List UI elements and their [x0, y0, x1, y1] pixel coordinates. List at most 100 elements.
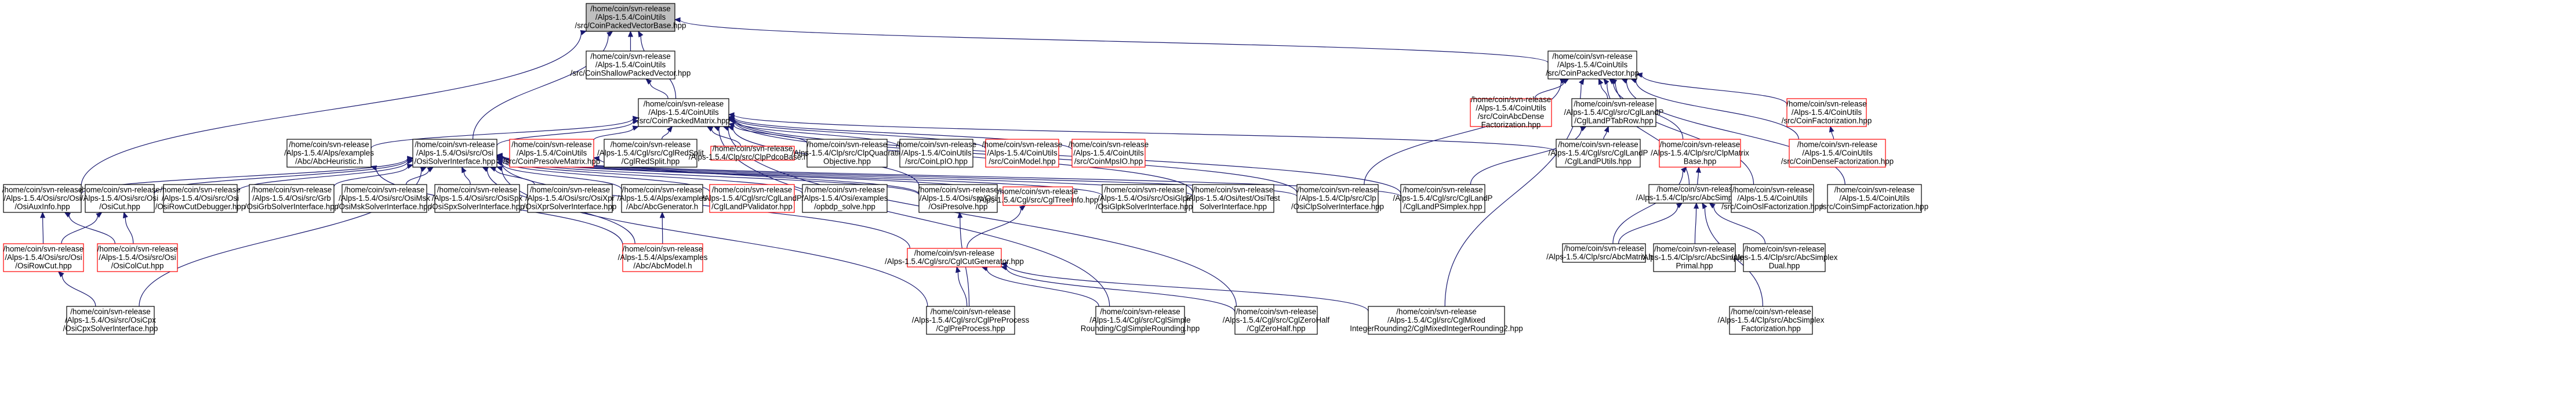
node-box	[1547, 50, 1637, 80]
graph-node-n21[interactable]: /home/coin/svn-release/Alps-1.5.4/Osi/sr…	[79, 184, 160, 213]
graph-node-n23[interactable]: /home/coin/svn-release/Alps-1.5.4/Osi/sr…	[245, 184, 339, 213]
node-label-line: /OsiXprSolverInterface.hpp	[524, 202, 617, 211]
edge-n18-n43	[1612, 167, 1687, 244]
graph-node-n32[interactable]: /home/coin/svn-release/Alps-1.5.4/Osi/sr…	[1096, 184, 1193, 213]
graph-node-n43[interactable]: /home/coin/svn-release/Alps-1.5.4/Clp/sr…	[1546, 243, 1662, 263]
graph-node-n6[interactable]: /home/coin/svn-release/Alps-1.5.4/Osi/sr…	[412, 139, 497, 168]
graph-node-n11[interactable]: /home/coin/svn-release/Alps-1.5.4/CoinUt…	[896, 139, 976, 168]
graph-node-n40[interactable]: /home/coin/svn-release/Alps-1.5.4/Osi/sr…	[97, 243, 178, 272]
graph-node-n42[interactable]: /home/coin/svn-release/Alps-1.5.4/Cgl/sr…	[885, 248, 1024, 268]
node-label-line: /home/coin/svn-release	[1104, 185, 1184, 194]
node-label-line: /CglLandPValidator.hpp	[711, 202, 793, 211]
node-box	[97, 243, 178, 272]
node-label-line: /src/CoinMpsIO.hpp	[1074, 157, 1143, 165]
node-label-line: /home/coin/svn-release	[1193, 185, 1273, 194]
node-label-line: /Alps-1.5.4/Cgl/src/CglMixed	[1387, 316, 1485, 324]
node-label-line: /home/coin/svn-release	[1744, 244, 1824, 253]
node-box	[3, 243, 84, 272]
node-label-line: /home/coin/svn-release	[1654, 244, 1734, 253]
node-label-line: /Alps-1.5.4/CoinUtils	[595, 13, 666, 21]
edge-n36-n43	[1618, 203, 1683, 244]
edge-n6-n26	[489, 167, 535, 185]
node-label-line: /Alps-1.5.4/Osi/src/Osi	[3, 194, 81, 203]
graph-node-n28[interactable]: /home/coin/svn-release/Alps-1.5.4/Cgl/sr…	[702, 184, 802, 213]
node-label-line: /src/CoinOslFactorization.hpp	[1721, 202, 1823, 211]
graph-node-n17[interactable]: /home/coin/svn-release/Alps-1.5.4/Cgl/sr…	[1549, 139, 1648, 168]
graph-node-n26[interactable]: /home/coin/svn-release/Alps-1.5.4/Osi/sr…	[524, 184, 617, 213]
node-label-line: /Alps-1.5.4/Cgl/src/CglLandP	[1393, 194, 1493, 203]
graph-node-n49[interactable]: /home/coin/svn-release/Alps-1.5.4/Cgl/sr…	[1223, 306, 1330, 335]
graph-node-n41[interactable]: /home/coin/svn-release/Alps-1.5.4/Alps/e…	[618, 243, 708, 272]
node-label-line: /home/coin/svn-release	[982, 140, 1062, 149]
graph-node-n16[interactable]: /home/coin/svn-release/Alps-1.5.4/CoinUt…	[1782, 98, 1872, 127]
graph-node-n45[interactable]: /home/coin/svn-release/Alps-1.5.4/Clp/sr…	[1731, 243, 1838, 272]
node-box	[985, 139, 1059, 168]
graph-node-n38[interactable]: /home/coin/svn-release/Alps-1.5.4/CoinUt…	[1821, 184, 1928, 213]
node-label-line: Dual.hpp	[1769, 261, 1800, 270]
graph-node-n13[interactable]: /home/coin/svn-release/Alps-1.5.4/CoinUt…	[1069, 139, 1149, 168]
graph-node-n12[interactable]: /home/coin/svn-release/Alps-1.5.4/CoinUt…	[982, 139, 1062, 168]
graph-node-n4[interactable]: /home/coin/svn-release/Alps-1.5.4/CoinUt…	[1546, 50, 1639, 80]
graph-node-n24[interactable]: /home/coin/svn-release/Alps-1.5.4/Osi/sr…	[337, 184, 432, 213]
node-label-line: /home/coin/svn-release	[1786, 99, 1866, 108]
graph-node-n34[interactable]: /home/coin/svn-release/Alps-1.5.4/Clp/sr…	[1291, 184, 1384, 213]
graph-node-n5[interactable]: /home/coin/svn-release/Alps-1.5.4/Alps/e…	[284, 139, 374, 168]
graph-node-n46[interactable]: /home/coin/svn-release/Alps-1.5.4/Osi/sr…	[63, 306, 158, 335]
graph-node-n30[interactable]: /home/coin/svn-release/Alps-1.5.4/Osi/sr…	[918, 184, 998, 213]
node-label-line: /Alps-1.5.4/Alps/examples	[617, 194, 707, 203]
graph-node-n19[interactable]: /home/coin/svn-release/Alps-1.5.4/CoinUt…	[1781, 139, 1894, 168]
graph-node-n18[interactable]: /home/coin/svn-release/Alps-1.5.4/Clp/sr…	[1651, 139, 1749, 168]
graph-node-n51[interactable]: /home/coin/svn-release/Alps-1.5.4/Clp/sr…	[1718, 306, 1825, 335]
node-label-line: /home/coin/svn-release	[70, 307, 150, 316]
graph-node-n50[interactable]: /home/coin/svn-release/Alps-1.5.4/Cgl/sr…	[1350, 306, 1523, 335]
node-label-line: /home/coin/svn-release	[807, 140, 887, 149]
graph-node-n27[interactable]: /home/coin/svn-release/Alps-1.5.4/Alps/e…	[617, 184, 707, 213]
node-label-line: /home/coin/svn-release	[1552, 52, 1632, 60]
edge-n21-n40	[123, 211, 134, 244]
node-label-line: /Alps-1.5.4/Cgl/src/CglZeroHalf	[1223, 316, 1330, 324]
node-box	[66, 306, 155, 335]
node-label-line: /src/CoinSimpFactorization.hpp	[1821, 202, 1928, 211]
graph-node-n2[interactable]: /home/coin/svn-release/Alps-1.5.4/CoinUt…	[571, 50, 691, 80]
node-label-line: /src/CoinModel.hpp	[989, 157, 1055, 165]
node-label-line: /Alps-1.5.4/Cgl/src/CglSimple	[1089, 316, 1190, 324]
graph-node-n7[interactable]: /home/coin/svn-release/Alps-1.5.4/CoinUt…	[503, 139, 600, 168]
graph-node-n25[interactable]: /home/coin/svn-release/Alps-1.5.4/Osi/sr…	[430, 184, 525, 213]
graph-node-n39[interactable]: /home/coin/svn-release/Alps-1.5.4/Osi/sr…	[3, 243, 84, 272]
graph-node-n33[interactable]: /home/coin/svn-release/Alps-1.5.4/Osi/te…	[1186, 184, 1280, 213]
node-label-line: IntegerRounding2/CglMixedIntegerRounding…	[1350, 324, 1523, 333]
graph-node-n9[interactable]: /home/coin/svn-release/Alps-1.5.4/Clp/sr…	[689, 144, 816, 162]
edge-n3-n17	[728, 112, 1557, 152]
graph-node-n3[interactable]: /home/coin/svn-release/Alps-1.5.4/CoinUt…	[637, 98, 730, 127]
graph-node-n20[interactable]: /home/coin/svn-release/Alps-1.5.4/Osi/sr…	[2, 184, 82, 213]
node-label-line: /Alps-1.5.4/Osi/src/Osi	[416, 149, 493, 157]
graph-node-n14[interactable]: /home/coin/svn-release/Alps-1.5.4/CoinUt…	[1470, 95, 1552, 129]
graph-node-n29[interactable]: /home/coin/svn-release/Alps-1.5.4/Osi/ex…	[802, 184, 888, 213]
graph-node-n22[interactable]: /home/coin/svn-release/Alps-1.5.4/Osi/sr…	[155, 184, 246, 213]
node-box	[3, 184, 82, 213]
node-label-line: /Alps-1.5.4/Osi/test/OsiTest	[1186, 194, 1280, 203]
graph-node-n10[interactable]: /home/coin/svn-release/Alps-1.5.4/Clp/sr…	[791, 139, 903, 168]
node-label-line: /home/coin/svn-release	[160, 185, 240, 194]
edge-n4-n19	[1630, 78, 1799, 140]
node-label-line: /home/coin/svn-release	[1069, 140, 1149, 149]
graph-node-n31[interactable]: /home/coin/svn-release/Alps-1.5.4/Cgl/sr…	[978, 186, 1099, 206]
graph-node-n37[interactable]: /home/coin/svn-release/Alps-1.5.4/CoinUt…	[1721, 184, 1823, 213]
node-label-line: /Alps-1.5.4/Clp/src/ClpPdcoBase.hpp	[689, 153, 816, 161]
graph-node-n15[interactable]: /home/coin/svn-release/Alps-1.5.4/Cgl/sr…	[1564, 98, 1664, 127]
node-box	[586, 3, 675, 32]
edge-n27-n41	[659, 211, 665, 244]
edge-n4-n38	[1621, 78, 1845, 185]
edge-n6-n22	[237, 159, 414, 192]
node-label-line: /home/coin/svn-release	[1660, 140, 1740, 149]
graph-node-n44[interactable]: /home/coin/svn-release/Alps-1.5.4/Clp/sr…	[1641, 243, 1748, 272]
graph-node-n8[interactable]: /home/coin/svn-release/Alps-1.5.4/Cgl/sr…	[597, 139, 704, 168]
node-label-line: /OsiGrbSolverInterface.hpp	[245, 202, 339, 211]
graph-node-n35[interactable]: /home/coin/svn-release/Alps-1.5.4/Cgl/sr…	[1393, 184, 1493, 213]
node-box	[249, 184, 335, 213]
graph-node-n36[interactable]: /home/coin/svn-release/Alps-1.5.4/Clp/sr…	[1636, 184, 1758, 204]
graph-node-n48[interactable]: /home/coin/svn-release/Alps-1.5.4/Cgl/sr…	[1081, 306, 1200, 335]
node-label-line: /OsiAuxInfo.hpp	[14, 202, 70, 211]
graph-node-n47[interactable]: /home/coin/svn-release/Alps-1.5.4/Cgl/sr…	[912, 306, 1030, 335]
node-label-line: /Alps-1.5.4/CoinUtils	[1073, 149, 1144, 157]
